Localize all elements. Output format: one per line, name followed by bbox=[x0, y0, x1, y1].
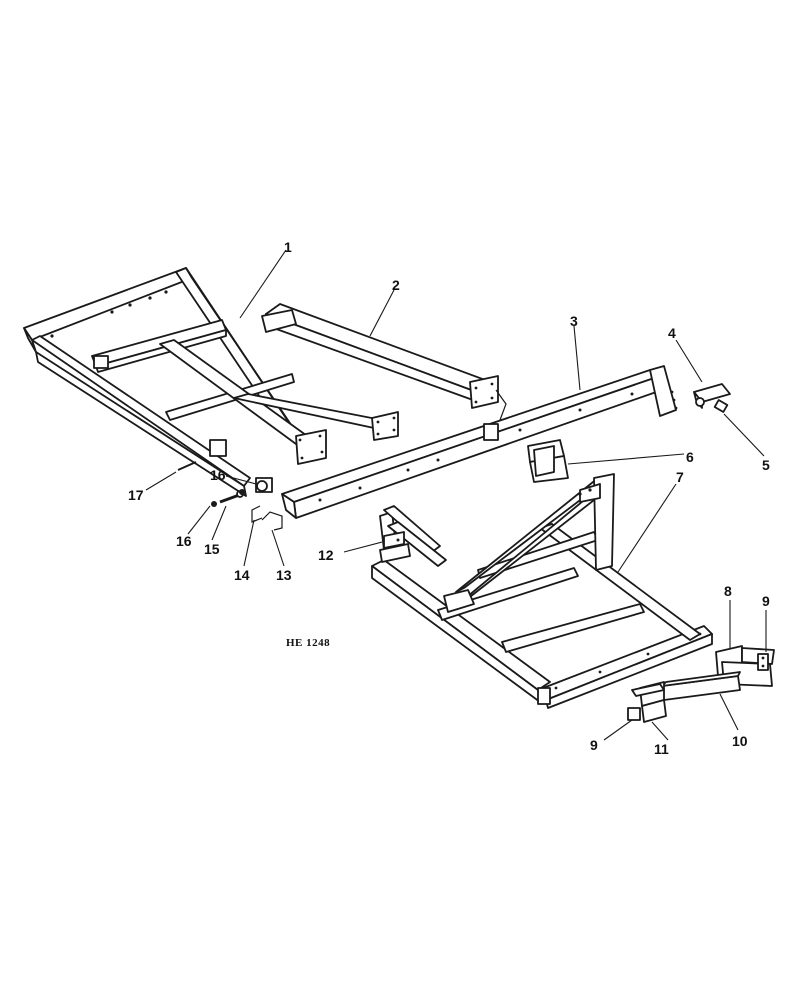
callout-16a: 16 bbox=[176, 533, 192, 549]
callout-3: 3 bbox=[570, 313, 578, 329]
callout-8: 8 bbox=[724, 583, 732, 599]
drawing-code: HE 1248 bbox=[286, 637, 330, 649]
callout-14: 14 bbox=[234, 567, 250, 583]
part-6-socket-bracket bbox=[527, 439, 569, 483]
part-9a-plate bbox=[757, 653, 769, 671]
callout-9b: 9 bbox=[590, 737, 598, 753]
part-16-nuts bbox=[211, 480, 268, 507]
callout-13: 13 bbox=[276, 567, 292, 583]
part-3-cross-beam bbox=[281, 365, 678, 519]
part-17-pin bbox=[177, 461, 197, 471]
callout-16b: 16 bbox=[210, 467, 226, 483]
callout-10: 10 bbox=[732, 733, 748, 749]
part-4-clevis bbox=[693, 383, 731, 409]
callout-9a: 9 bbox=[762, 593, 770, 609]
callout-11: 11 bbox=[654, 741, 669, 757]
part-13-u-clip bbox=[261, 511, 283, 531]
part-10-bar bbox=[661, 671, 741, 701]
callout-15: 15 bbox=[204, 541, 220, 557]
part-2-diagonal-brace bbox=[261, 303, 507, 421]
callout-6: 6 bbox=[686, 449, 694, 465]
part-1-left-frame bbox=[23, 267, 399, 497]
part-11-socket bbox=[631, 681, 667, 723]
callouts: 1 2 3 4 5 6 7 8 9 9 10 11 12 13 14 15 16… bbox=[128, 239, 770, 757]
part-9b-plate bbox=[627, 707, 641, 721]
callout-2: 2 bbox=[392, 277, 400, 293]
callout-12: 12 bbox=[318, 547, 334, 563]
part-12-hitch-stand bbox=[379, 505, 447, 567]
callout-4: 4 bbox=[668, 325, 676, 341]
callout-17: 17 bbox=[128, 487, 144, 503]
part-7-right-frame bbox=[371, 473, 713, 709]
callout-1: 1 bbox=[284, 239, 292, 255]
callout-7: 7 bbox=[676, 469, 684, 485]
callout-5: 5 bbox=[762, 457, 770, 473]
leader-lines bbox=[145, 249, 767, 741]
part-14-u-clip bbox=[251, 505, 263, 523]
part-5-pin bbox=[713, 399, 729, 413]
